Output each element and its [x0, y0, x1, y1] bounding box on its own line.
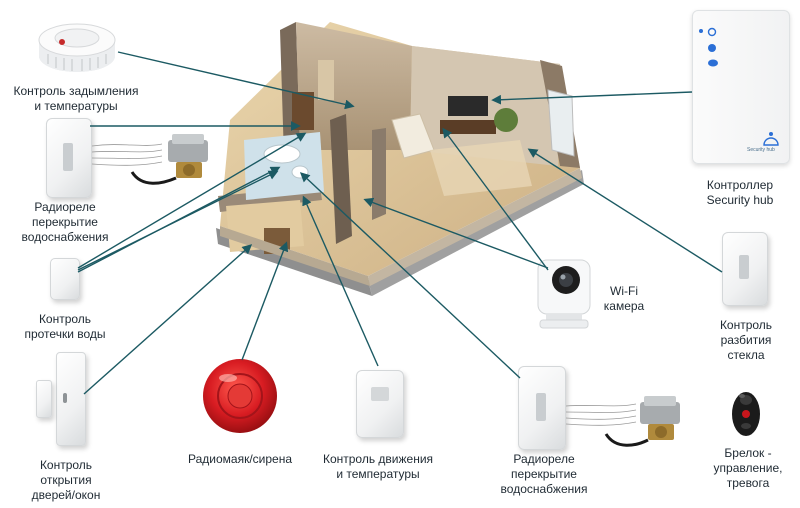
- label-glass-line1: Контроль: [704, 318, 788, 333]
- door-window-magnet-icon: [36, 380, 52, 418]
- label-relay-bottom-line3: водоснабжения: [492, 482, 596, 497]
- label-motion: Контроль движения и температуры: [314, 452, 442, 482]
- label-motion-line2: и температуры: [314, 467, 442, 482]
- leak-sensor-icon: [50, 258, 80, 300]
- hub-network-icon: [707, 43, 717, 53]
- label-relay-left-line2: перекрытие: [14, 215, 116, 230]
- label-leak-line2: протечки воды: [14, 327, 116, 342]
- label-relay-bottom-line1: Радиореле: [492, 452, 596, 467]
- label-door-line1: Контроль: [14, 458, 118, 473]
- label-keyfob-line1: Брелок -: [704, 446, 792, 461]
- label-relay-left: Радиореле перекрытие водоснабжения: [14, 200, 116, 245]
- hub-power-icon: [707, 27, 717, 37]
- label-relay-bottom: Радиореле перекрытие водоснабжения: [492, 452, 596, 497]
- label-relay-bottom-line2: перекрытие: [492, 467, 596, 482]
- hub-led-dot: [699, 29, 703, 33]
- water-valve-left-icon: [92, 128, 222, 192]
- label-keyfob-line3: тревога: [704, 476, 792, 491]
- label-glass-line2: разбития: [704, 333, 788, 348]
- motion-sensor-icon: [356, 370, 404, 438]
- label-door: Контроль открытия дверей/окон: [14, 458, 118, 503]
- hub-brand-text: Security hub: [747, 147, 775, 153]
- label-door-line2: открытия: [14, 473, 118, 488]
- label-door-line3: дверей/окон: [14, 488, 118, 503]
- label-camera-line2: камера: [596, 299, 652, 314]
- siren-icon: [200, 356, 280, 436]
- label-hub-line2: Security hub: [694, 193, 786, 208]
- label-smoke-line1: Контроль задымления: [8, 84, 144, 99]
- hub-cloud-icon: [707, 57, 719, 67]
- label-siren-line1: Радиомаяк/сирена: [178, 452, 302, 467]
- label-siren: Радиомаяк/сирена: [178, 452, 302, 467]
- label-glass-line3: стекла: [704, 348, 788, 363]
- smoke-detector-icon: [36, 10, 118, 76]
- hub-logo-icon: [761, 129, 781, 147]
- radio-relay-left-icon: [46, 118, 92, 198]
- door-window-sensor-icon: [56, 352, 86, 446]
- radio-relay-bottom-icon: [518, 366, 566, 450]
- label-hub-line1: Контроллер: [694, 178, 786, 193]
- label-motion-line1: Контроль движения: [314, 452, 442, 467]
- label-smoke-line2: и температуры: [8, 99, 144, 114]
- security-hub-icon: Security hub: [692, 10, 790, 164]
- wifi-camera-icon: [534, 258, 594, 332]
- label-glass: Контроль разбития стекла: [704, 318, 788, 363]
- label-keyfob: Брелок - управление, тревога: [704, 446, 792, 491]
- glass-break-sensor-icon: [722, 232, 768, 306]
- label-leak-line1: Контроль: [14, 312, 116, 327]
- water-valve-bottom-icon: [566, 394, 696, 458]
- label-keyfob-line2: управление,: [704, 461, 792, 476]
- label-smoke: Контроль задымления и температуры: [8, 84, 144, 114]
- label-hub: Контроллер Security hub: [694, 178, 786, 208]
- keyfob-icon: [726, 384, 766, 440]
- label-relay-left-line3: водоснабжения: [14, 230, 116, 245]
- label-relay-left-line1: Радиореле: [14, 200, 116, 215]
- label-camera-line1: Wi-Fi: [596, 284, 652, 299]
- label-leak: Контроль протечки воды: [14, 312, 116, 342]
- label-camera: Wi-Fi камера: [596, 284, 652, 314]
